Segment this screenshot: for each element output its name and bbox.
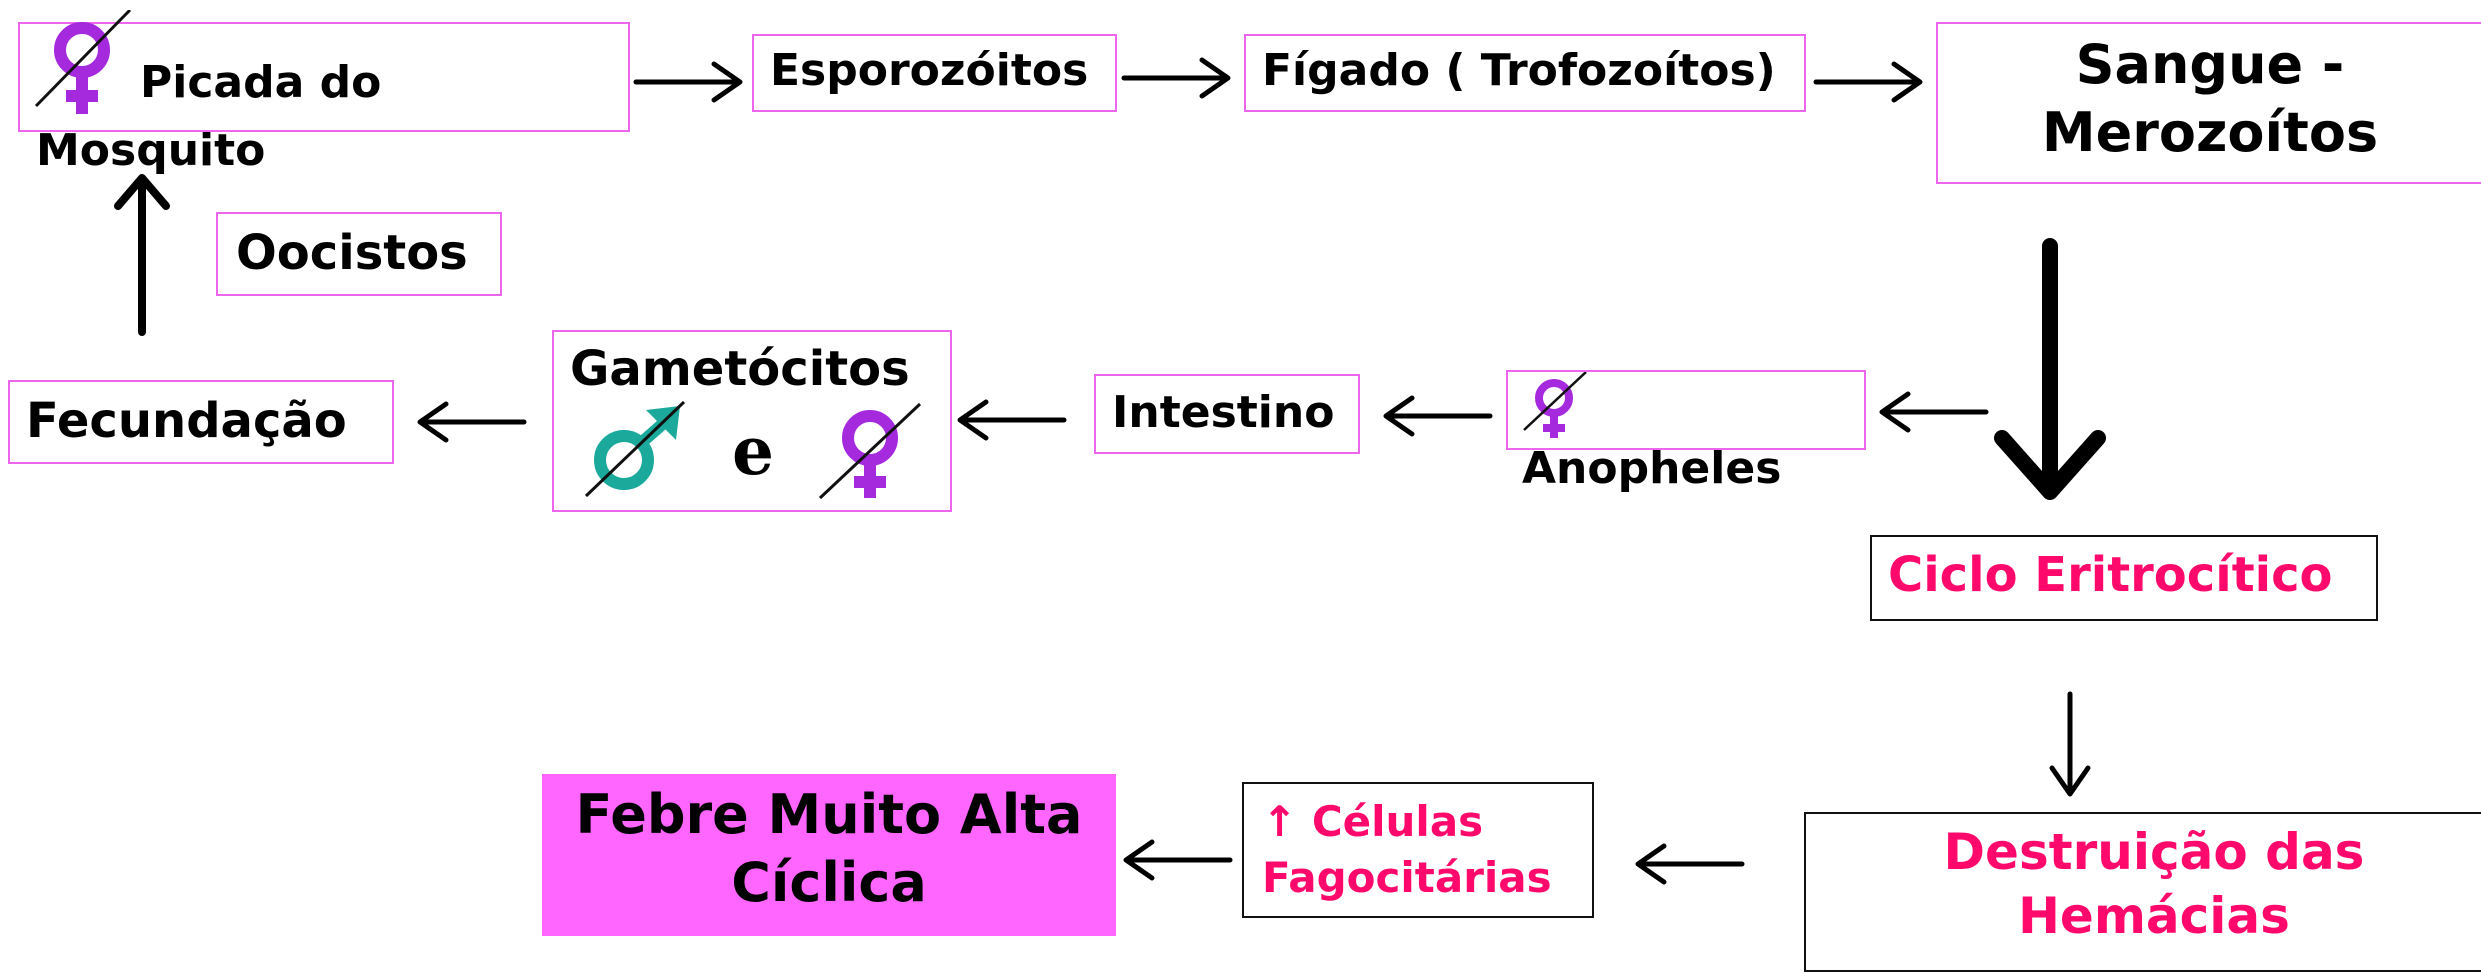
arrow-left xyxy=(957,399,1067,441)
arrow-down xyxy=(1994,238,2106,500)
figado-label: Fígado ( Trofozoítos) xyxy=(1262,45,1776,96)
arrow-left xyxy=(1879,391,1989,433)
arrow-left xyxy=(1383,395,1493,437)
arrow-left xyxy=(1635,843,1745,885)
celulas-box xyxy=(1242,782,1594,918)
arrow-right xyxy=(1121,57,1231,99)
arrow-down xyxy=(2049,691,2091,797)
celulas-label-line1: ↑ Células xyxy=(1262,797,1484,846)
arrow-left xyxy=(417,401,527,443)
arrow-left xyxy=(1123,839,1233,881)
oocistos-label: Oocistos xyxy=(236,225,468,281)
fecundacao-box xyxy=(8,380,394,464)
anopheles-label: Anopheles xyxy=(1522,443,1782,494)
picada-box xyxy=(18,22,630,132)
arrow-up xyxy=(114,174,170,336)
febre-label-line2: Cíclica xyxy=(731,851,927,914)
intestino-box xyxy=(1094,374,1360,454)
febre-label-line1: Febre Muito Alta xyxy=(575,783,1083,846)
ciclo-label: Ciclo Eritrocítico xyxy=(1888,547,2333,603)
sangue-box xyxy=(1936,22,2481,184)
male-symbol-icon xyxy=(584,400,686,498)
gametocitos-connector: e xyxy=(732,412,774,490)
ciclo-box xyxy=(1870,535,2378,621)
oocistos-box xyxy=(216,212,502,296)
intestino-label: Intestino xyxy=(1112,387,1335,438)
destruicao-box xyxy=(1804,812,2481,972)
destruicao-label-line1: Destruição das xyxy=(1943,823,2365,881)
fecundacao-label: Fecundação xyxy=(26,393,347,449)
gametocitos-label: Gametócitos xyxy=(570,341,910,397)
celulas-label-line2: Fagocitárias xyxy=(1262,853,1552,902)
figado-box xyxy=(1244,34,1806,112)
arrow-right xyxy=(1813,61,1923,103)
female-symbol-icon xyxy=(34,10,132,114)
sangue-label-line1: Sangue - xyxy=(2075,33,2345,96)
esporozoitos-label: Esporozóitos xyxy=(770,45,1089,96)
destruicao-label-line2: Hemácias xyxy=(2018,887,2290,945)
female-symbol-icon xyxy=(818,402,922,500)
picada-label-line2: Mosquito xyxy=(36,125,266,176)
picada-label-line1: Picada do xyxy=(140,57,382,108)
sangue-label-line2: Merozoítos xyxy=(2041,101,2379,164)
arrow-right xyxy=(633,61,743,103)
febre-box xyxy=(542,774,1116,936)
female-symbol-icon xyxy=(1523,372,1587,438)
esporozoitos-box xyxy=(752,34,1117,112)
